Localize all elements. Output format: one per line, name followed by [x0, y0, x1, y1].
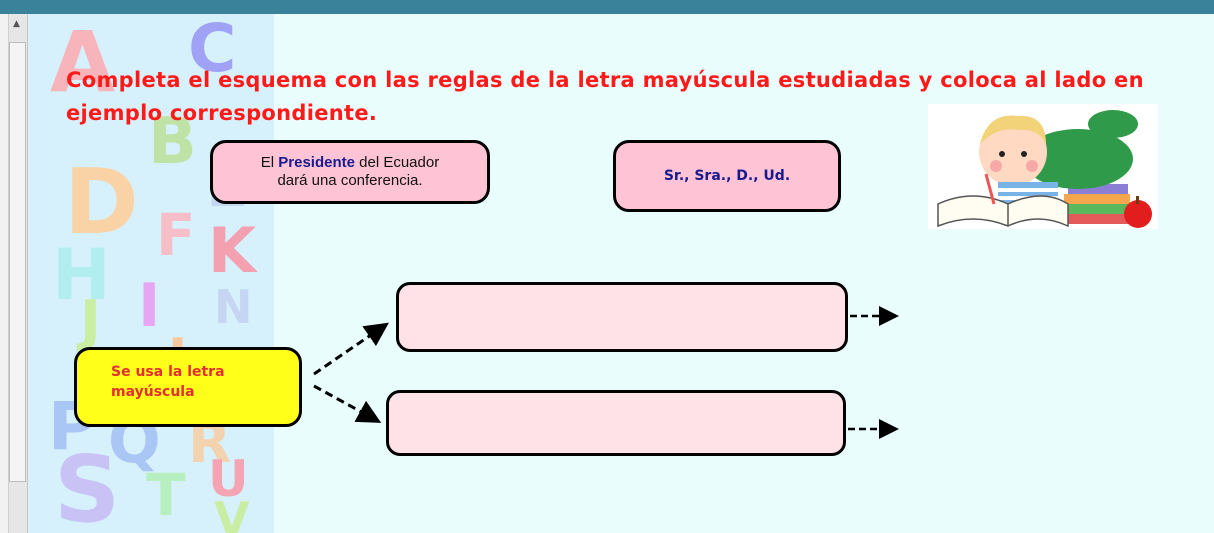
scroll-up-arrow-icon[interactable]: ▲ [13, 19, 20, 29]
decor-letter: B [148, 105, 197, 179]
decor-letter: D [64, 150, 139, 255]
decor-letter: V [214, 492, 250, 533]
arrow-to-bottom-box [313, 384, 382, 423]
example-text-line2: dará una conferencia. [277, 172, 423, 189]
connector-arrows [313, 306, 899, 439]
decor-letter: U [208, 450, 249, 508]
example-text-prefix: El [260, 154, 279, 171]
answer-box-bottom[interactable] [386, 390, 846, 456]
decor-letter: N [214, 280, 253, 334]
example-text-suffix: del Ecuador [354, 154, 440, 171]
vertical-scrollbar[interactable]: ▲ [9, 14, 28, 533]
window-top-bar [0, 0, 1214, 14]
answer-box-top[interactable] [396, 282, 848, 352]
decor-letter: C [188, 14, 237, 87]
decor-letter: H [52, 234, 111, 316]
instruction-title: Completa el esquema con las reglas de la… [66, 68, 1144, 125]
scrollbar-thumb[interactable] [9, 42, 26, 482]
example-bold-word: Presidente [278, 154, 355, 171]
decor-letter: K [208, 214, 257, 287]
example-box-presidente: El Presidente del Ecuador dará una confe… [210, 140, 490, 204]
abbreviations-box: Sr., Sra., D., Ud. [613, 140, 841, 212]
capital-letter-rule-box: Se usa la letra mayúscula [74, 347, 302, 427]
slide-canvas: A C B D E F K H I N J L P Q R S T U V Co… [28, 14, 1214, 533]
decor-letter: A [50, 14, 116, 111]
rule-text-line1: Se usa la letra [111, 364, 225, 380]
decor-letter: F [156, 201, 196, 269]
decor-letter: I [138, 271, 161, 341]
child-reading-books-illustration [928, 104, 1158, 229]
abbreviations-text: Sr., Sra., D., Ud. [663, 168, 791, 184]
decor-letter: J [80, 289, 101, 354]
arrow-to-top-box [313, 322, 389, 376]
left-edge-bar [0, 14, 9, 533]
decor-letter: T [146, 461, 186, 529]
rule-text-line2: mayúscula [111, 384, 195, 401]
decor-letter: S [54, 436, 121, 533]
